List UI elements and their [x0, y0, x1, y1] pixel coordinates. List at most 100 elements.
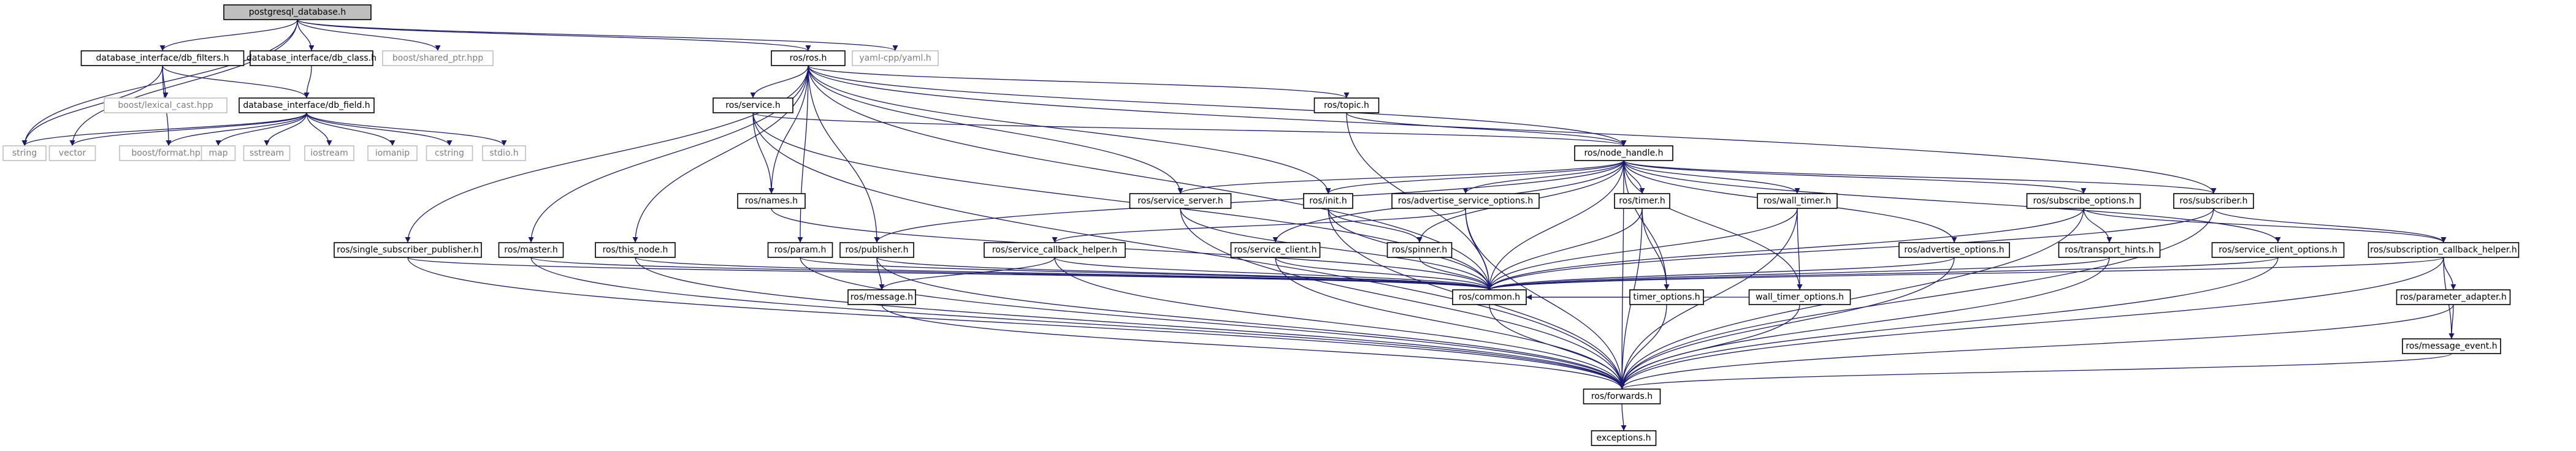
node-wall-timer[interactable]: ros/wall_timer.h — [1757, 193, 1838, 209]
node-db-filters[interactable]: database_interface/db_filters.h — [80, 50, 245, 66]
edge-master-to-common — [530, 257, 1492, 290]
edge-single-sub-pub-to-forwards — [407, 257, 1625, 390]
edge-common-to-forwards — [1489, 304, 1625, 390]
node-box — [2402, 338, 2501, 354]
node-msg-event[interactable]: ros/message_event.h — [2402, 338, 2501, 354]
edge-wall-timer-to-wall-timer-opts — [1797, 208, 1803, 290]
edge-ros-h-to-node-handle — [808, 65, 1627, 146]
node-iomanip: iomanip — [367, 145, 418, 161]
edge-db-field-to-vector — [69, 112, 307, 146]
node-string: string — [2, 145, 47, 161]
node-label: database_interface/db_filters.h — [96, 53, 229, 63]
edge-ros-h-to-init — [808, 65, 1331, 194]
node-box — [48, 145, 96, 161]
node-yaml: yaml-cpp/yaml.h — [852, 50, 939, 66]
node-topic[interactable]: ros/topic.h — [1313, 97, 1380, 113]
node-db-class[interactable]: database_interface/db_class.h — [247, 50, 376, 66]
node-service-client[interactable]: ros/service_client.h — [1230, 242, 1321, 258]
node-subscriber[interactable]: ros/subscriber.h — [2173, 193, 2254, 209]
node-param-adapter[interactable]: ros/parameter_adapter.h — [2396, 289, 2511, 305]
node-node-handle[interactable]: ros/node_handle.h — [1574, 145, 1673, 161]
node-box — [304, 145, 354, 161]
node-box — [1386, 242, 1453, 258]
edge-node-handle-to-publisher — [874, 160, 1624, 243]
edge-srv-cb-helper-to-common — [1054, 257, 1492, 290]
node-box — [1391, 193, 1540, 209]
edge-service-to-names — [752, 112, 774, 194]
edge-node-handle-to-timer-opts — [1623, 160, 1670, 290]
node-publisher[interactable]: ros/publisher.h — [839, 242, 914, 258]
edge-node-handle-to-srv-client-opts — [1623, 160, 2281, 243]
node-init[interactable]: ros/init.h — [1303, 193, 1353, 209]
node-db-field[interactable]: database_interface/db_field.h — [239, 97, 375, 113]
edge-ros-h-to-service-server — [808, 65, 1183, 194]
node-param[interactable]: ros/param.h — [767, 242, 833, 258]
edge-ros-h-to-master — [528, 65, 809, 243]
edge-srv-cb-helper-to-message — [879, 257, 1055, 290]
node-label: ros/message_event.h — [2406, 341, 2497, 351]
edge-ros-h-to-param — [797, 65, 809, 243]
edge-sub-cb-helper-to-common — [1487, 257, 2444, 290]
node-box — [839, 242, 914, 258]
node-label: ros/param.h — [774, 245, 827, 255]
edge-param-to-forwards — [800, 257, 1625, 390]
node-layer: postgresql_database.h database_interface/… — [2, 4, 2520, 446]
edge-publisher-to-common — [876, 257, 1492, 290]
node-forwards[interactable]: ros/forwards.h — [1583, 388, 1661, 404]
edge-adv-opts-to-forwards — [1619, 257, 1955, 390]
node-adv-srv-opts[interactable]: ros/advertise_service_options.h — [1391, 193, 1540, 209]
edge-ros-h-to-service — [750, 65, 809, 99]
node-label: ros/subscribe_options.h — [2033, 196, 2134, 206]
node-label: ros/service_client_options.h — [2219, 245, 2337, 255]
node-srv-client-opts[interactable]: ros/service_client_options.h — [2211, 242, 2345, 258]
node-label: exceptions.h — [1596, 433, 1651, 443]
edge-master-to-forwards — [530, 257, 1625, 390]
edge-sub-opts-to-sub-cb-helper — [2083, 208, 2447, 243]
edge-timer-opts-to-forwards — [1619, 304, 1667, 390]
node-service-server[interactable]: ros/service_server.h — [1129, 193, 1232, 209]
node-transport-hints[interactable]: ros/transport_hints.h — [2058, 242, 2161, 258]
node-srv-cb-helper[interactable]: ros/service_callback_helper.h — [984, 242, 1126, 258]
node-timer[interactable]: ros/timer.h — [1614, 193, 1670, 209]
node-spinner[interactable]: ros/spinner.h — [1386, 242, 1453, 258]
node-wall-timer-opts[interactable]: wall_timer_options.h — [1748, 289, 1851, 305]
edge-init-to-spinner — [1328, 208, 1423, 243]
node-label: boost/format.hpp — [131, 148, 205, 158]
edge-node-handle-to-wall-timer — [1623, 160, 1800, 194]
node-ros-h[interactable]: ros/ros.h — [771, 50, 846, 66]
node-adv-opts[interactable]: ros/advertise_options.h — [1898, 242, 2010, 258]
node-names[interactable]: ros/names.h — [737, 193, 806, 209]
node-box — [737, 193, 806, 209]
node-timer-opts[interactable]: timer_options.h — [1629, 289, 1704, 305]
node-sub-opts[interactable]: ros/subscribe_options.h — [2026, 193, 2141, 209]
node-single-sub-pub[interactable]: ros/single_subscriber_publisher.h — [334, 242, 482, 258]
node-box — [1129, 193, 1232, 209]
edge-subscriber-to-forwards — [1619, 208, 2214, 390]
edge-db-field-to-iomanip — [306, 112, 396, 146]
edge-root-to-ros-h — [297, 19, 811, 51]
node-box — [852, 50, 939, 66]
edge-root-to-yaml — [297, 19, 898, 51]
edge-message-to-forwards — [881, 304, 1625, 390]
edge-service-server-to-forwards — [1180, 208, 1625, 390]
node-this-node[interactable]: ros/this_node.h — [595, 242, 676, 258]
node-label: ros/service_client.h — [1234, 245, 1317, 255]
node-box — [2, 145, 47, 161]
node-box — [2173, 193, 2254, 209]
edge-srv-cb-helper-to-forwards — [1054, 257, 1625, 390]
edge-wall-timer-to-forwards — [1619, 208, 1798, 390]
node-label: ros/subscriber.h — [2179, 196, 2247, 206]
node-label: ros/service_callback_helper.h — [992, 245, 1117, 255]
node-message[interactable]: ros/message.h — [847, 289, 916, 305]
node-master[interactable]: ros/master.h — [498, 242, 564, 258]
node-label: ros/service_server.h — [1137, 196, 1223, 206]
edge-srv-client-opts-to-forwards — [1619, 257, 2279, 390]
node-label: ros/common.h — [1459, 292, 1520, 302]
node-sub-cb-helper[interactable]: ros/subscription_callback_helper.h — [2368, 242, 2520, 258]
node-root[interactable]: postgresql_database.h — [223, 4, 372, 20]
edge-root-to-string — [21, 19, 298, 146]
node-common[interactable]: ros/common.h — [1452, 289, 1527, 305]
node-exceptions[interactable]: exceptions.h — [1591, 430, 1657, 446]
node-service[interactable]: ros/service.h — [713, 97, 793, 113]
